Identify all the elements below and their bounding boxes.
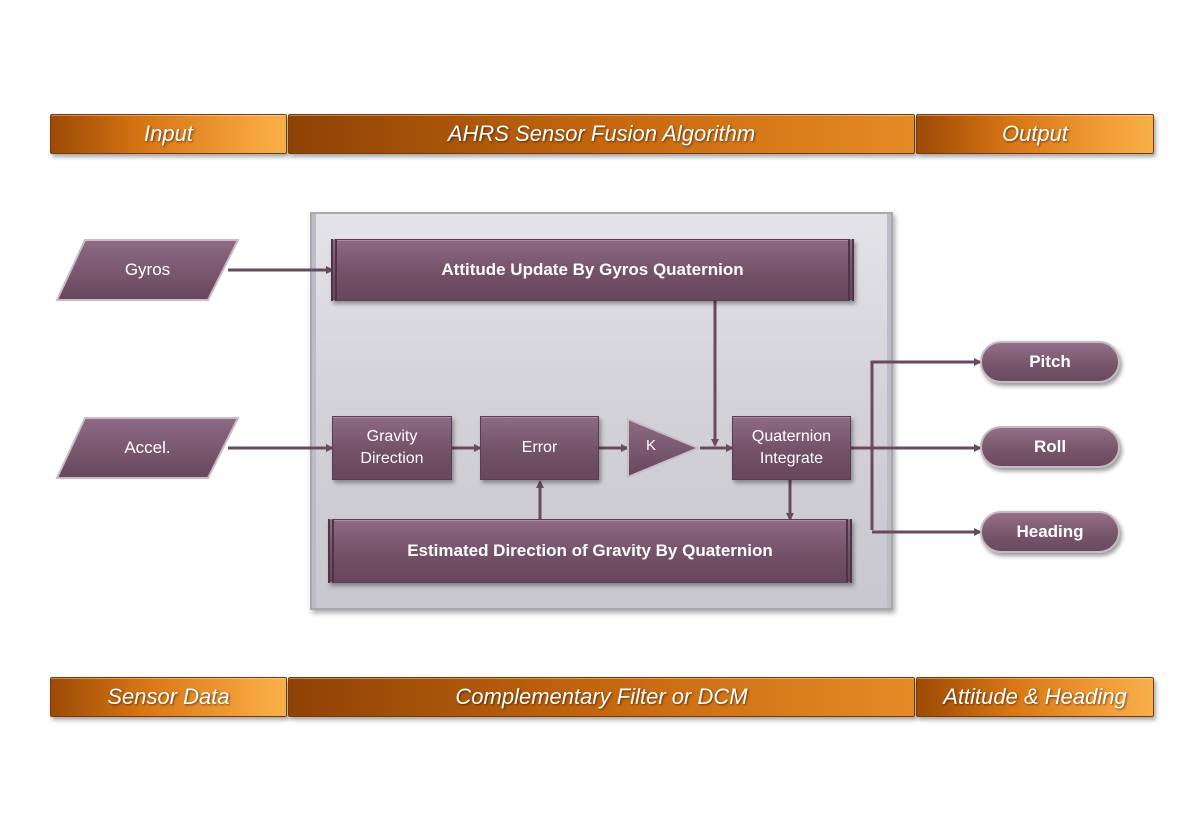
error-block: Error: [480, 416, 599, 480]
output-header-band: Output: [916, 114, 1154, 154]
gain-label: K: [646, 437, 657, 454]
sensor-data-footer-label: Sensor Data: [107, 684, 230, 709]
estimated-gravity-label: Estimated Direction of Gravity By Quater…: [407, 541, 773, 560]
roll-label: Roll: [1033, 437, 1067, 456]
accel-input: Accel.: [55, 416, 240, 480]
pitch-connector: [870, 358, 982, 530]
attitude-footer-band: Attitude & Heading: [916, 677, 1154, 717]
roll-output: Roll: [980, 426, 1120, 468]
input-header-label: Input: [144, 121, 193, 146]
accel-label: Accel.: [124, 438, 171, 457]
gravity-direction-block: Gravity Direction: [332, 416, 452, 480]
heading-output: Heading: [980, 511, 1120, 553]
sensor-data-footer-band: Sensor Data: [50, 677, 287, 717]
pitch-label: Pitch: [1029, 352, 1071, 371]
gain-triangle-shape: [627, 417, 701, 479]
quaternion-integrate-block: Quaternion Integrate: [732, 416, 851, 480]
gyros-input: Gyros: [55, 238, 240, 302]
algorithm-header-band: AHRS Sensor Fusion Algorithm: [288, 114, 915, 154]
attitude-footer-label: Attitude & Heading: [943, 684, 1127, 709]
heading-label: Heading: [1016, 522, 1084, 541]
gyros-parallelogram-shape: [55, 239, 240, 301]
estimated-gravity-block: Estimated Direction of Gravity By Quater…: [328, 519, 852, 583]
pitch-output: Pitch: [980, 341, 1120, 383]
gyros-label: Gyros: [124, 260, 171, 279]
attitude-update-label: Attitude Update By Gyros Quaternion: [441, 260, 744, 279]
gravity-direction-label: Gravity Direction: [360, 428, 424, 467]
filter-footer-label: Complementary Filter or DCM: [455, 684, 748, 709]
error-label: Error: [521, 439, 558, 456]
gain-block: K: [626, 417, 702, 479]
filter-footer-band: Complementary Filter or DCM: [288, 677, 915, 717]
input-header-band: Input: [50, 114, 287, 154]
attitude-update-block: Attitude Update By Gyros Quaternion: [331, 239, 854, 301]
output-header-label: Output: [1001, 121, 1069, 146]
quaternion-integrate-label: Quaternion Integrate: [751, 428, 832, 467]
algorithm-header-label: AHRS Sensor Fusion Algorithm: [447, 121, 756, 146]
accel-parallelogram-shape: [55, 417, 240, 479]
